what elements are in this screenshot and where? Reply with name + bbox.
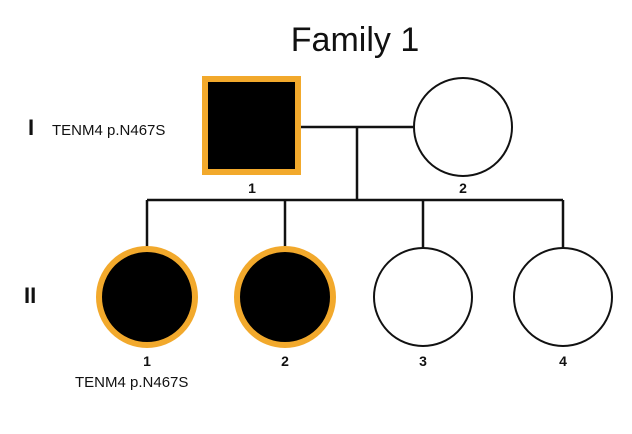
variant-label-I1: TENM4 p.N467S bbox=[52, 122, 165, 139]
pedigree-title: Family 1 bbox=[291, 21, 419, 59]
individual-I2-unaffected-female bbox=[413, 77, 513, 177]
individual-II4-unaffected-female bbox=[513, 247, 613, 347]
individual-number-II3: 3 bbox=[419, 353, 427, 369]
variant-label-II1: TENM4 p.N467S bbox=[75, 374, 188, 391]
individual-number-II4: 4 bbox=[559, 353, 567, 369]
individual-II3-unaffected-female bbox=[373, 247, 473, 347]
pedigree-lines bbox=[145, 125, 565, 248]
individual-II2-affected-female bbox=[234, 246, 336, 348]
individual-II1-affected-female bbox=[96, 246, 198, 348]
individual-number-II1: 1 bbox=[143, 353, 151, 369]
individual-number-II2: 2 bbox=[281, 353, 289, 369]
individual-number-I2: 2 bbox=[459, 180, 467, 196]
individual-number-I1: 1 bbox=[248, 180, 256, 196]
individual-I1-affected-male bbox=[202, 76, 301, 175]
generation-label-2: II bbox=[24, 283, 36, 308]
generation-label-1: I bbox=[28, 115, 34, 140]
